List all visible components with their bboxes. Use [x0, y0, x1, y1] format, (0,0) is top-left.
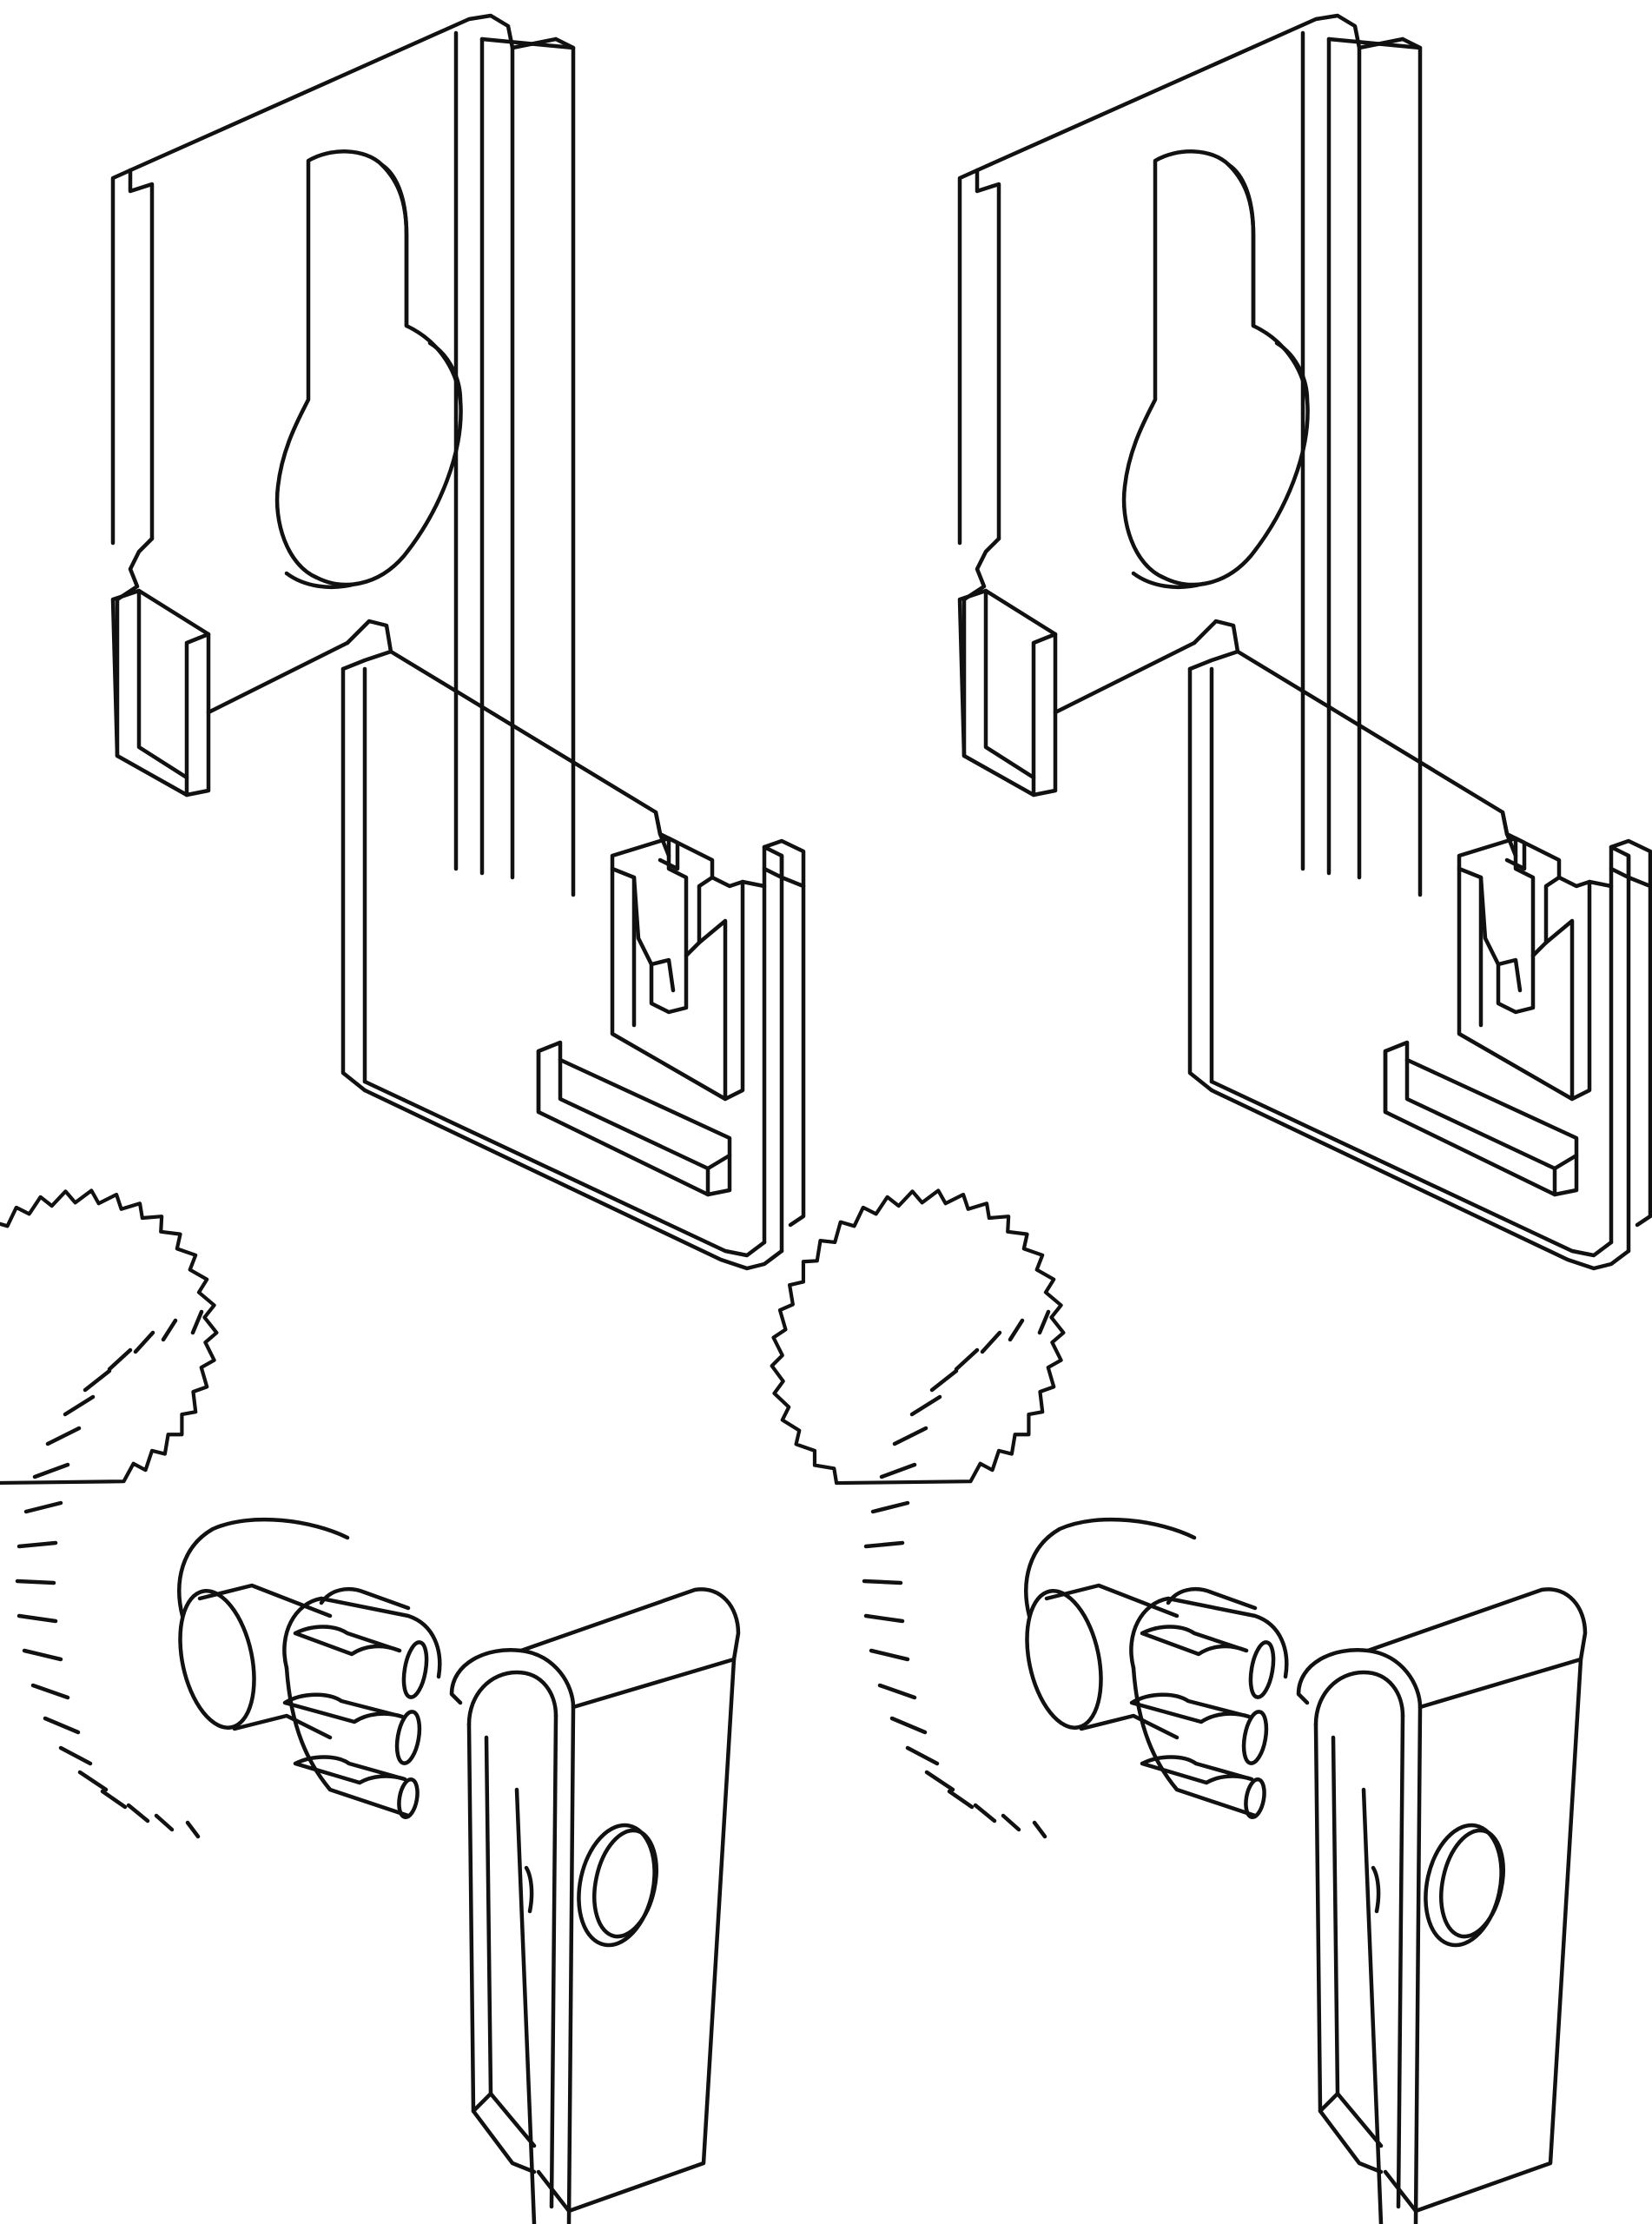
keyhole-bracket-right	[960, 16, 1650, 1268]
knurled-wheel-clip-left	[0, 1190, 738, 2224]
knurled-wheel-clip-right	[772, 1190, 1585, 2224]
keyhole-bracket-left	[113, 16, 803, 1268]
